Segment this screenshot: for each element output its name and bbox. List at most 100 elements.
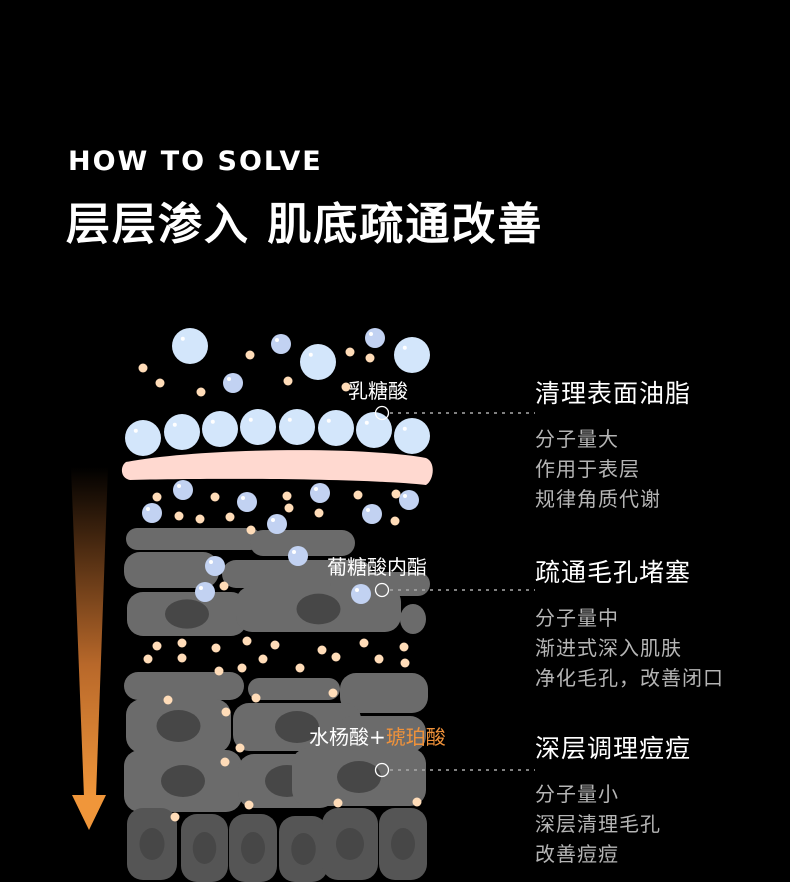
molecule-dot bbox=[258, 654, 268, 664]
molecule-dot bbox=[245, 350, 255, 360]
molecule-dot bbox=[210, 492, 220, 502]
cell-nucleus bbox=[139, 828, 165, 860]
cell-nucleus bbox=[296, 593, 341, 625]
molecule-dot bbox=[353, 490, 363, 500]
molecule-dot bbox=[220, 757, 230, 767]
label-lactobionic-acid: 乳糖酸 bbox=[348, 379, 408, 403]
bubble-highlight bbox=[271, 518, 275, 522]
section-line: 改善痘痘 bbox=[535, 842, 619, 866]
molecule-bubble bbox=[173, 480, 193, 500]
molecule-dot bbox=[242, 636, 252, 646]
bubble-highlight bbox=[402, 345, 407, 350]
bubble-highlight bbox=[199, 586, 203, 590]
cell-nucleus bbox=[192, 832, 217, 864]
depth-arrow-icon bbox=[71, 467, 108, 830]
skin-cell bbox=[126, 528, 261, 550]
molecule-dot bbox=[221, 707, 231, 717]
skin-cell bbox=[336, 716, 426, 752]
molecule-bubble bbox=[394, 337, 430, 373]
molecule-dot bbox=[399, 642, 409, 652]
molecule-dot bbox=[152, 492, 162, 502]
skin-cell bbox=[124, 672, 244, 700]
molecule-dot bbox=[138, 363, 148, 373]
molecule-dot bbox=[333, 798, 343, 808]
bubble-highlight bbox=[402, 426, 407, 431]
cell-nucleus bbox=[165, 599, 209, 629]
skin-cell bbox=[124, 552, 219, 588]
molecule-dot bbox=[345, 347, 355, 357]
cell-nucleus bbox=[336, 828, 364, 860]
bubble-highlight bbox=[308, 352, 313, 357]
molecule-dot bbox=[143, 654, 153, 664]
bubble-highlight bbox=[314, 487, 318, 491]
molecule-bubble bbox=[195, 582, 215, 602]
cell-nucleus bbox=[161, 765, 205, 797]
skin-cell bbox=[250, 530, 355, 556]
cell-nucleus bbox=[337, 761, 381, 793]
molecule-dot bbox=[177, 653, 187, 663]
pointer-lines bbox=[390, 412, 535, 771]
molecule-dot bbox=[341, 382, 351, 392]
molecule-dot bbox=[196, 387, 206, 397]
molecule-dot bbox=[374, 654, 384, 664]
molecule-dot bbox=[412, 797, 422, 807]
label-succinic: 琥珀酸 bbox=[385, 725, 446, 749]
section-line: 规律角质代谢 bbox=[535, 487, 661, 511]
bubble-highlight bbox=[172, 422, 177, 427]
bubble-highlight bbox=[209, 560, 213, 564]
section-title: 清理表面油脂 bbox=[535, 379, 692, 408]
molecule-dot bbox=[163, 695, 173, 705]
molecule-bubble bbox=[172, 328, 208, 364]
section-line: 作用于表层 bbox=[535, 457, 640, 481]
bubble-highlight bbox=[355, 588, 359, 592]
bubble-highlight bbox=[369, 332, 373, 336]
skin-cells bbox=[124, 528, 430, 882]
molecule-dot bbox=[155, 378, 165, 388]
bubble-highlight bbox=[403, 494, 407, 498]
section-line: 净化毛孔，改善闭口 bbox=[535, 666, 724, 690]
bubble-highlight bbox=[227, 377, 231, 381]
molecule-bubble bbox=[399, 490, 419, 510]
molecule-dot bbox=[214, 666, 224, 676]
bubble-highlight bbox=[275, 338, 279, 342]
molecule-bubbles bbox=[125, 328, 430, 604]
bubble-highlight bbox=[241, 496, 245, 500]
page-title: 层层渗入 肌底疏通改善 bbox=[66, 199, 544, 250]
molecule-dot bbox=[225, 512, 235, 522]
molecule-dot bbox=[400, 658, 410, 668]
cell-nucleus bbox=[291, 833, 316, 865]
bubble-highlight bbox=[210, 419, 215, 424]
molecule-dots bbox=[138, 347, 422, 822]
plus-sign: + bbox=[369, 725, 386, 749]
molecule-bubble bbox=[223, 373, 243, 393]
section-line: 分子量大 bbox=[535, 427, 619, 451]
cell-nucleus bbox=[156, 710, 201, 742]
bubble-highlight bbox=[248, 417, 253, 422]
bubble-highlight bbox=[292, 550, 296, 554]
molecule-dot bbox=[365, 353, 375, 363]
molecule-dot bbox=[235, 743, 245, 753]
molecule-bubble bbox=[279, 409, 315, 445]
molecule-dot bbox=[390, 516, 400, 526]
skin-cell bbox=[248, 678, 340, 700]
molecule-dot bbox=[284, 503, 294, 513]
molecule-bubble bbox=[205, 556, 225, 576]
molecule-bubble bbox=[362, 504, 382, 524]
molecule-dot bbox=[152, 641, 162, 651]
skin-cell bbox=[400, 604, 426, 634]
molecule-dot bbox=[328, 688, 338, 698]
molecule-bubble bbox=[300, 344, 336, 380]
molecule-bubble bbox=[164, 414, 200, 450]
molecule-bubble bbox=[240, 409, 276, 445]
molecule-dot bbox=[331, 652, 341, 662]
molecule-bubble bbox=[318, 410, 354, 446]
section-line: 渐进式深入肌肤 bbox=[535, 636, 682, 660]
section-pore-unclog: 疏通毛孔堵塞 分子量中 渐进式深入肌肤 净化毛孔，改善闭口 bbox=[535, 553, 724, 693]
molecule-dot bbox=[211, 643, 221, 653]
skin-cell bbox=[340, 673, 428, 713]
molecule-dot bbox=[317, 645, 327, 655]
label-gluconolactone: 葡糖酸内酯 bbox=[327, 555, 427, 579]
section-deep-acne: 深层调理痘痘 分子量小 深层清理毛孔 改善痘痘 bbox=[535, 729, 691, 869]
molecule-bubble bbox=[271, 334, 291, 354]
